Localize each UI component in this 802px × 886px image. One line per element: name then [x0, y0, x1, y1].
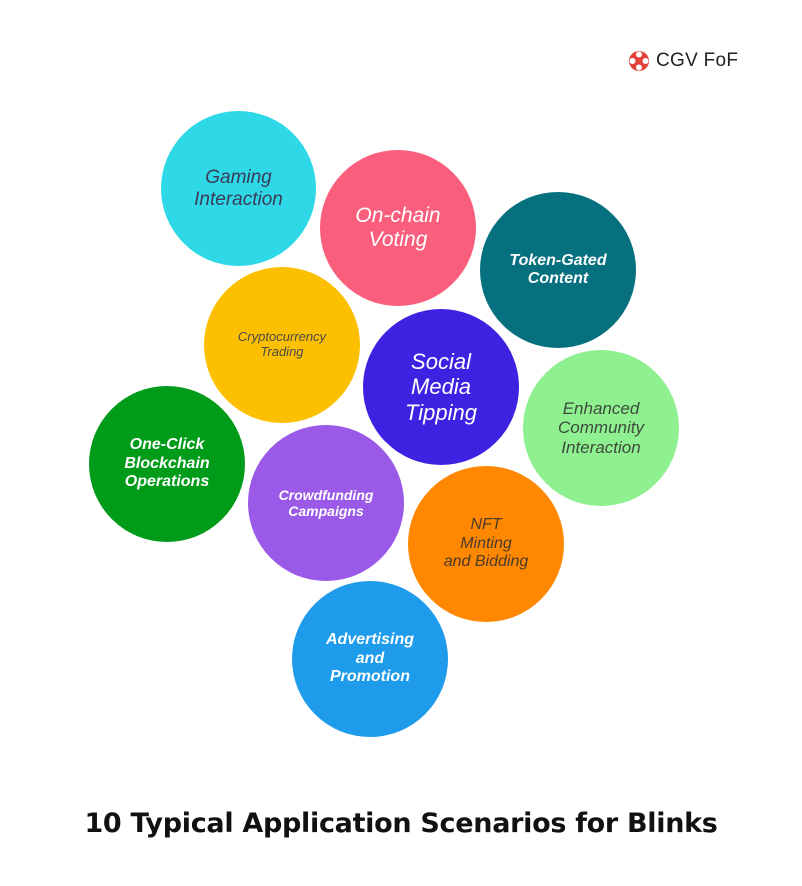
- bubble-label: Social Media Tipping: [405, 349, 477, 425]
- bubble-nft-minting-and-bidding: NFT Minting and Bidding: [408, 466, 564, 622]
- bubble-advertising-and-promotion: Advertising and Promotion: [292, 581, 448, 737]
- bubble-label: Enhanced Community Interaction: [558, 398, 644, 457]
- bubble-enhanced-community-interaction: Enhanced Community Interaction: [523, 350, 679, 506]
- bubble-one-click-blockchain-operations: One-Click Blockchain Operations: [89, 386, 245, 542]
- bubble-cryptocurrency-trading: Cryptocurrency Trading: [204, 267, 360, 423]
- bubble-label: NFT Minting and Bidding: [443, 516, 529, 571]
- brand-name: CGV FoF: [656, 50, 739, 71]
- bubble-token-gated-content: Token-Gated Content: [480, 192, 636, 348]
- brand-mark-icon: [629, 51, 649, 71]
- bubble-label: Token-Gated Content: [509, 251, 607, 287]
- bubble-label: One-Click Blockchain Operations: [124, 436, 210, 491]
- brand-logo: CGV FoF: [628, 50, 738, 72]
- bubble-gaming-interaction: Gaming Interaction: [161, 111, 316, 266]
- bubble-label: Advertising and Promotion: [325, 631, 414, 686]
- page-title: 10 Typical Application Scenarios for Bli…: [84, 808, 718, 839]
- bubble-label: Cryptocurrency Trading: [237, 329, 327, 359]
- bubble-label: On-chain Voting: [355, 203, 441, 251]
- bubble-social-media-tipping: Social Media Tipping: [363, 309, 519, 465]
- bubble-label: Gaming Interaction: [194, 166, 283, 210]
- bubble-on-chain-voting: On-chain Voting: [320, 150, 476, 306]
- bubble-label: Crowdfunding Campaigns: [278, 486, 374, 519]
- bubble-crowdfunding-campaigns: Crowdfunding Campaigns: [248, 425, 404, 581]
